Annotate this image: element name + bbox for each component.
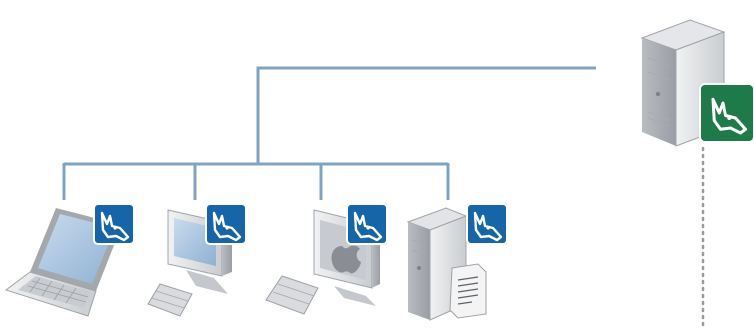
agent-badge-icon	[346, 203, 388, 245]
agent-badge-icon	[93, 203, 135, 245]
connection-lines	[62, 66, 596, 200]
trunk-line	[256, 66, 596, 163]
document-icon	[449, 263, 487, 319]
agent-badge-icon	[205, 203, 247, 245]
agent-badge-icon	[466, 203, 508, 245]
server-badge-icon	[699, 83, 754, 143]
